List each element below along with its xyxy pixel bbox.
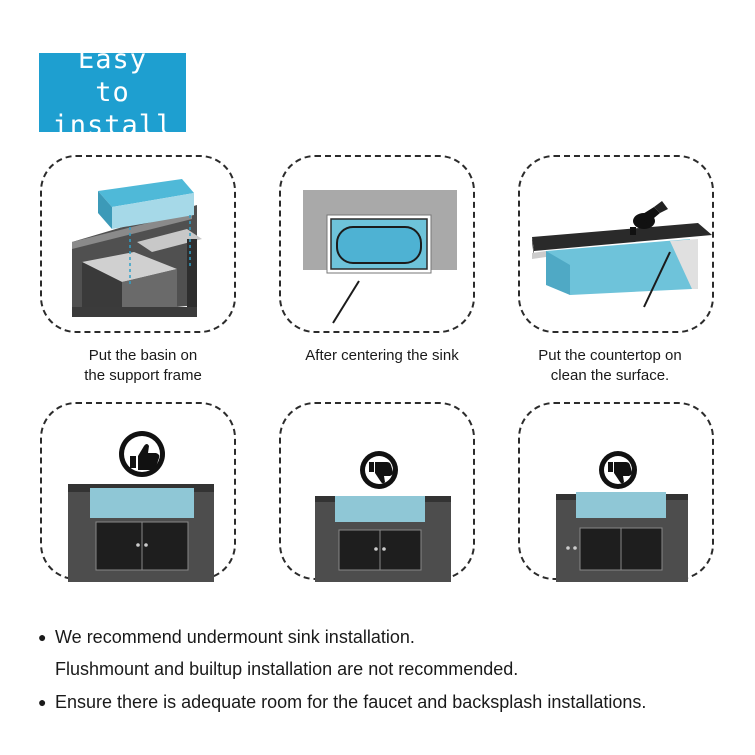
step-caption-countertop-on: Put the countertop on clean the surface.	[495, 346, 725, 386]
title-text: Easy to install	[52, 44, 174, 141]
note-line-1: ● We recommend undermount sink installat…	[38, 620, 415, 654]
step-panel-basin-on-frame	[40, 155, 236, 333]
note-line-3: ● Ensure there is adequate room for the …	[38, 685, 646, 719]
undermount-cabinet-illustration	[68, 431, 214, 582]
bullet-icon: ●	[38, 694, 47, 710]
note-line-2: Flushmount and builtup installation are …	[55, 652, 518, 686]
bullet-icon: ●	[38, 629, 47, 645]
step-caption-basin-on-frame: Put the basin on the support frame	[28, 346, 258, 386]
caption-line: Put the countertop on	[538, 347, 682, 364]
countertop-on-illustration	[532, 201, 712, 308]
step-panel-countertop-on	[518, 155, 714, 333]
flushmount-cabinet-illustration	[315, 451, 451, 582]
caption-line: Put the basin on	[88, 347, 198, 364]
thumbs-down-icon	[599, 451, 637, 489]
step-caption-centering-sink: After centering the sink	[267, 346, 497, 366]
comparison-panel-builtup	[518, 402, 714, 582]
caption-line: the support frame	[84, 367, 202, 384]
thumbs-up-icon	[119, 431, 165, 477]
caption-line: After centering the sink	[305, 347, 459, 364]
comparison-panel-undermount	[40, 402, 236, 582]
thumbs-down-icon	[360, 451, 398, 489]
note-text: Ensure there is adequate room for the fa…	[55, 692, 647, 712]
comparison-panel-flushmount	[279, 402, 475, 582]
note-text: We recommend undermount sink installatio…	[55, 627, 415, 647]
caption-line: clean the surface.	[550, 367, 670, 384]
builtup-cabinet-illustration	[556, 451, 688, 582]
centering-sink-illustration	[303, 190, 457, 324]
title-badge: Easy to install	[39, 44, 186, 141]
note-text: Flushmount and builtup installation are …	[55, 659, 519, 679]
step-panel-centering-sink	[279, 155, 475, 333]
basin-on-frame-illustration	[72, 179, 202, 317]
